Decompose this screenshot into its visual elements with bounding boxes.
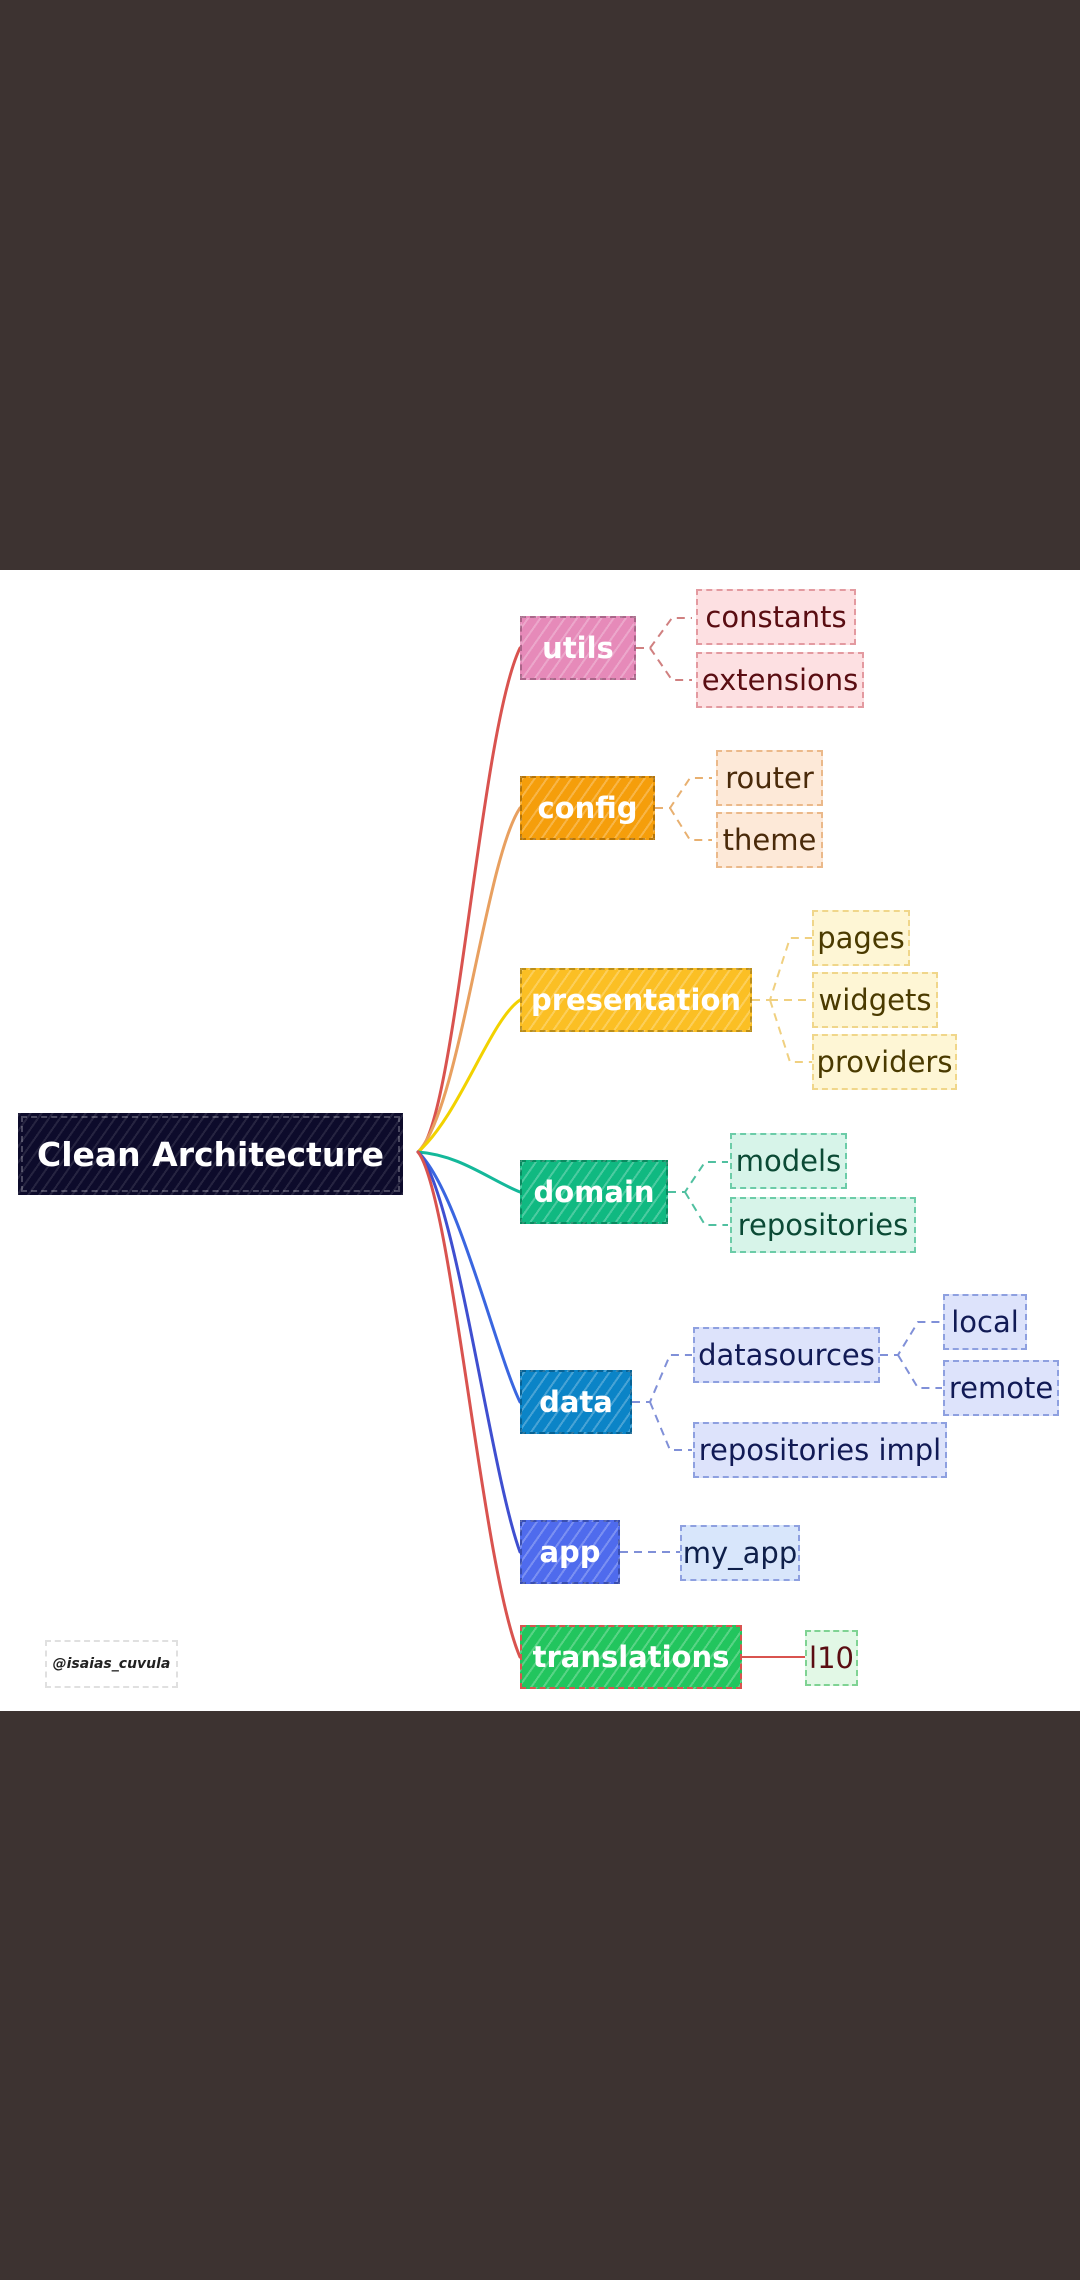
branch-domain: domain	[520, 1160, 668, 1224]
connector-domain-leaves	[668, 1161, 728, 1226]
branch-app-label: app	[539, 1534, 601, 1569]
mindmap-canvas: Clean Architecture utils config presenta…	[0, 570, 1080, 1711]
connector-root-config	[416, 806, 522, 1154]
branch-utils-label: utils	[542, 630, 614, 665]
branch-data: data	[520, 1370, 632, 1434]
branch-translations: translations	[520, 1625, 742, 1689]
branch-config-label: config	[537, 790, 638, 825]
leaf-extensions: extensions	[696, 652, 864, 708]
connector-root-data	[416, 1150, 522, 1404]
leaf-my-app: my_app	[680, 1525, 800, 1581]
leaf-datasources: datasources	[693, 1327, 880, 1383]
connector-lines	[416, 617, 942, 1659]
leaf-providers: providers	[812, 1034, 957, 1090]
author-credit: @isaias_cuvula	[45, 1640, 178, 1688]
leaf-constants: constants	[696, 589, 856, 645]
leaf-repositories: repositories	[730, 1197, 916, 1253]
root-node: Clean Architecture	[18, 1113, 403, 1195]
branch-domain-label: domain	[533, 1174, 655, 1209]
leaf-widgets: widgets	[812, 972, 938, 1028]
branch-data-label: data	[539, 1384, 613, 1419]
leaf-router: router	[716, 750, 823, 806]
connector-root-translations	[416, 1150, 522, 1659]
connector-data-leaves	[632, 1354, 692, 1451]
branch-utils: utils	[520, 616, 636, 680]
branch-presentation: presentation	[520, 968, 752, 1032]
leaf-theme: theme	[716, 812, 823, 868]
branch-config: config	[520, 776, 655, 840]
connector-root-app	[416, 1150, 522, 1554]
connector-datasources-leaves	[880, 1321, 942, 1389]
leaf-pages: pages	[812, 910, 910, 966]
connector-presentation-leaves	[752, 937, 812, 1063]
leaf-models: models	[730, 1133, 847, 1189]
connector-root-presentation	[416, 998, 522, 1154]
branch-presentation-label: presentation	[530, 982, 742, 1017]
branch-app: app	[520, 1520, 620, 1584]
leaf-repositories-impl: repositories impl	[693, 1422, 947, 1478]
connector-root-domain	[416, 1150, 522, 1194]
connector-utils-leaves	[636, 617, 692, 681]
root-label: Clean Architecture	[37, 1134, 384, 1174]
branch-translations-label: translations	[532, 1639, 730, 1674]
leaf-remote: remote	[943, 1360, 1059, 1416]
leaf-l10: l10	[805, 1630, 858, 1686]
leaf-local: local	[943, 1294, 1027, 1350]
connector-config-leaves	[655, 777, 712, 841]
connector-root-utils	[416, 646, 522, 1154]
